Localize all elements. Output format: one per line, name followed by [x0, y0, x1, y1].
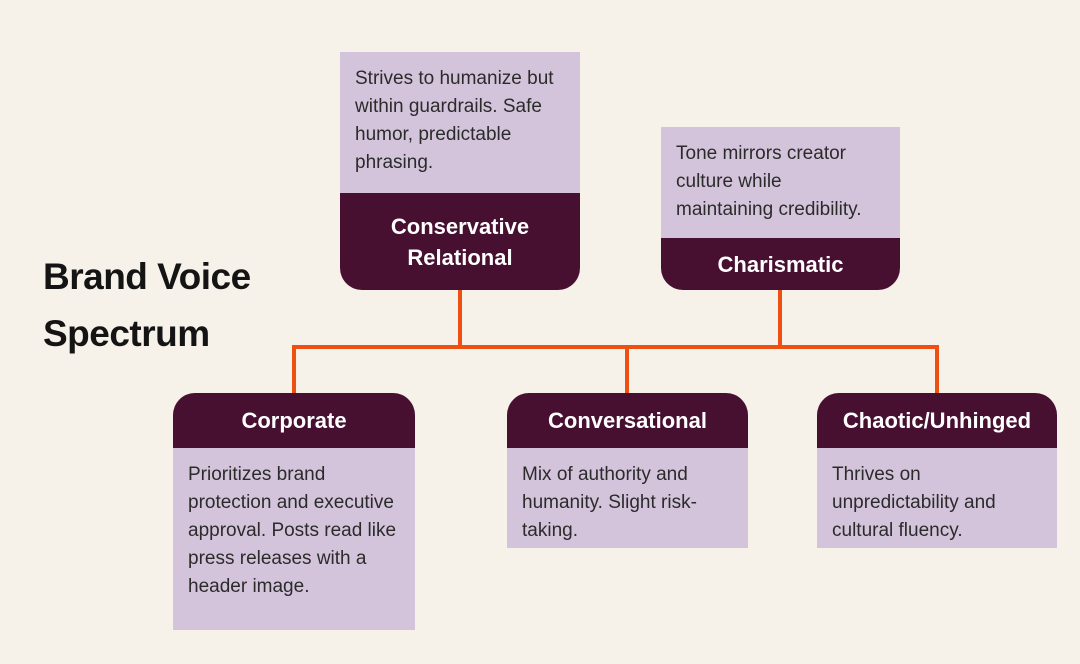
card-corporate: Corporate Prioritizes brand protection a… [173, 393, 415, 630]
card-label: Chaotic/Unhinged [817, 393, 1057, 448]
page-title-line1: Brand Voice [43, 256, 251, 297]
connector-horizontal-line [292, 345, 939, 349]
page-title: Brand Voice Spectrum [43, 248, 251, 362]
card-label: Corporate [173, 393, 415, 448]
connector-charismatic [778, 290, 782, 347]
card-description: Tone mirrors creator culture while maint… [661, 127, 900, 238]
connector-corporate [292, 347, 296, 395]
card-conservative-relational: Strives to humanize but within guardrail… [340, 52, 580, 290]
card-charismatic: Tone mirrors creator culture while maint… [661, 127, 900, 290]
card-description: Mix of authority and humanity. Slight ri… [507, 448, 748, 548]
connector-conversational [625, 347, 629, 395]
page-title-line2: Spectrum [43, 313, 210, 354]
card-description: Strives to humanize but within guardrail… [340, 52, 580, 193]
card-label: Conversational [507, 393, 748, 448]
card-conversational: Conversational Mix of authority and huma… [507, 393, 748, 548]
connector-conservative-relational [458, 290, 462, 347]
card-label: Charismatic [661, 238, 900, 290]
connector-chaotic-unhinged [935, 347, 939, 395]
card-description: Thrives on unpredictability and cultural… [817, 448, 1057, 548]
card-description: Prioritizes brand protection and executi… [173, 448, 415, 630]
card-chaotic-unhinged: Chaotic/Unhinged Thrives on unpredictabi… [817, 393, 1057, 548]
card-label: Conservative Relational [340, 193, 580, 290]
